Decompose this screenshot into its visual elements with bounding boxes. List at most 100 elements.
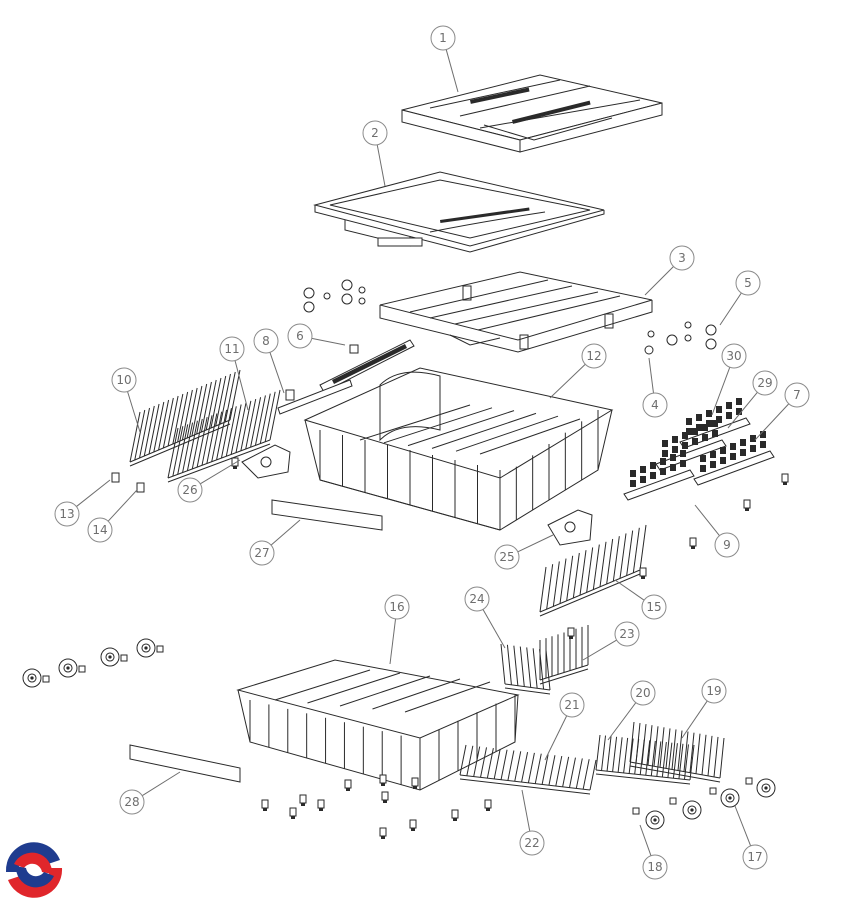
callout-number: 1 — [439, 31, 447, 45]
callout-number: 23 — [619, 627, 634, 641]
part-7-holder — [693, 431, 775, 486]
callout-leader-28 — [141, 771, 181, 797]
part-9-holder — [623, 450, 695, 501]
callout-number: 18 — [647, 860, 662, 874]
callout-leader-25 — [517, 534, 554, 553]
callout-number: 20 — [635, 686, 650, 700]
callout-number: 22 — [524, 836, 539, 850]
callout-leader-1 — [445, 49, 459, 93]
callout-number: 25 — [499, 550, 514, 564]
callout-leader-4 — [648, 357, 654, 394]
part-29-holder — [655, 420, 727, 471]
callout-28: 28 — [119, 789, 145, 815]
part-27-trim-bar — [271, 499, 383, 531]
callout-number: 7 — [793, 388, 801, 402]
callout-18: 18 — [642, 854, 668, 880]
part-21-tine-row — [459, 744, 597, 795]
callout-number: 19 — [706, 684, 721, 698]
callout-9: 9 — [714, 532, 740, 558]
part-19-tine-row — [629, 721, 725, 783]
callout-leader-5 — [719, 292, 742, 326]
callout-27: 27 — [249, 540, 275, 566]
callout-30: 30 — [721, 343, 747, 369]
callout-2: 2 — [362, 120, 388, 146]
callout-leader-8 — [269, 352, 285, 394]
part-13-clip — [111, 472, 120, 483]
part-17-wheels — [709, 777, 776, 808]
part-10-tine-row — [129, 369, 241, 467]
scattered-clips — [231, 457, 789, 839]
callout-number: 8 — [262, 334, 270, 348]
callout-leader-20 — [607, 702, 637, 741]
small-wheels-top-left — [303, 279, 366, 313]
part-3-rack-rail — [379, 271, 653, 353]
callout-leader-11 — [234, 360, 249, 411]
part-2-tray-frame — [313, 171, 605, 253]
callout-8: 8 — [253, 328, 279, 354]
callout-leader-10 — [127, 391, 141, 433]
callout-leader-12 — [549, 363, 586, 399]
callout-leader-29 — [727, 391, 758, 429]
callout-leader-22 — [521, 789, 531, 832]
callout-12: 12 — [581, 343, 607, 369]
part-12-upper-basket — [303, 367, 614, 531]
part-18-wheels — [632, 797, 702, 830]
callout-leader-15 — [614, 579, 645, 601]
part-26-arm-bracket — [241, 444, 291, 479]
callout-number: 29 — [757, 376, 772, 390]
part-5-wheels — [647, 321, 717, 350]
callout-number: 2 — [371, 126, 379, 140]
callout-number: 26 — [182, 483, 197, 497]
part-15-tine-row — [539, 524, 647, 617]
part-4-clip — [644, 345, 654, 355]
part-24-tine-row — [500, 643, 551, 695]
callout-13: 13 — [54, 501, 80, 527]
callout-23: 23 — [614, 621, 640, 647]
callout-14: 14 — [87, 517, 113, 543]
callout-leader-14 — [107, 489, 138, 522]
callout-leader-27 — [270, 519, 301, 546]
callout-number: 9 — [723, 538, 731, 552]
callout-leader-9 — [694, 504, 720, 536]
part-16-lower-basket — [236, 659, 520, 791]
part-1-cutlery-tray — [401, 74, 663, 153]
callout-number: 13 — [59, 507, 74, 521]
callout-24: 24 — [464, 586, 490, 612]
callout-number: 5 — [744, 276, 752, 290]
part-11-tine-row — [167, 389, 281, 483]
callout-number: 3 — [678, 251, 686, 265]
callout-number: 6 — [296, 329, 304, 343]
callout-22: 22 — [519, 830, 545, 856]
callout-number: 12 — [586, 349, 601, 363]
part-6-rack-strip — [319, 339, 415, 393]
callout-20: 20 — [630, 680, 656, 706]
callout-leader-21 — [544, 715, 568, 761]
callout-number: 24 — [469, 592, 484, 606]
lower-wheels-left — [22, 638, 164, 688]
callout-leader-2 — [376, 144, 386, 187]
callout-10: 10 — [111, 367, 137, 393]
callout-number: 16 — [389, 600, 404, 614]
callout-11: 11 — [219, 336, 245, 362]
part-25-arm-bracket — [547, 509, 593, 546]
callout-26: 26 — [177, 477, 203, 503]
callout-leader-24 — [482, 609, 506, 649]
callout-leader-6 — [311, 337, 346, 346]
callout-19: 19 — [701, 678, 727, 704]
callout-5: 5 — [735, 270, 761, 296]
callout-leader-19 — [681, 700, 708, 739]
callout-number: 14 — [92, 523, 107, 537]
callout-number: 17 — [747, 850, 762, 864]
callout-17: 17 — [742, 844, 768, 870]
callout-number: 15 — [646, 600, 661, 614]
callout-1: 1 — [430, 25, 456, 51]
part-28-trim-bar — [129, 744, 241, 783]
callout-15: 15 — [641, 594, 667, 620]
callout-25: 25 — [494, 544, 520, 570]
callout-4: 4 — [642, 392, 668, 418]
callout-leader-23 — [582, 639, 617, 661]
callout-number: 28 — [124, 795, 139, 809]
callout-number: 10 — [116, 373, 131, 387]
callout-number: 21 — [564, 698, 579, 712]
